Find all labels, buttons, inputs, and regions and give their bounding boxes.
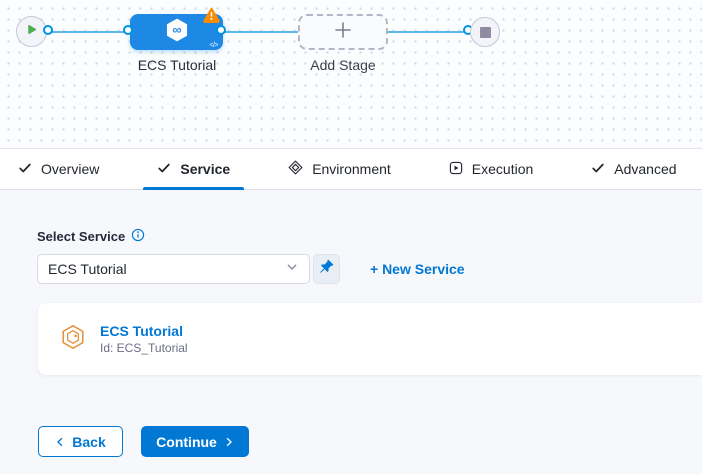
plus-icon [332,19,354,46]
service-select-row: ECS Tutorial + New Service [37,254,702,284]
check-icon [591,161,605,178]
warning-triangle-icon [203,7,220,23]
tab-execution[interactable]: Execution [435,149,547,189]
service-card-id: Id: ECS_Tutorial [100,340,188,355]
service-card-texts: ECS Tutorial Id: ECS_Tutorial [100,323,188,356]
select-service-label-row: Select Service [37,228,702,245]
stage-node-label: ECS Tutorial [137,57,217,73]
tab-label: Service [180,161,231,177]
pin-icon [319,259,334,279]
continue-button[interactable]: Continue [141,426,249,457]
check-icon [157,161,171,178]
service-tab-panel: Select Service ECS Tutorial + New Servic… [0,190,702,474]
stage-node-ecs-tutorial[interactable]: ∞ </> [130,7,223,50]
service-card-title[interactable]: ECS Tutorial [100,322,183,339]
add-stage-button[interactable] [298,14,388,50]
chevron-right-icon [224,434,234,450]
edge-connector-dot[interactable] [43,25,53,35]
footer-actions: Back Continue [38,426,702,457]
tab-service[interactable]: Service [143,149,245,190]
pipeline-start-node[interactable] [16,16,47,47]
tab-label: Overview [41,161,100,177]
stop-icon [479,26,491,38]
chevron-left-icon [55,434,65,450]
cd-hexagon-icon: ∞ [163,16,191,49]
tab-label: Environment [312,161,391,177]
play-icon [25,23,38,41]
execution-icon [449,161,463,178]
edge-connector-dot[interactable] [123,25,133,35]
pin-service-button[interactable] [313,254,340,284]
service-hexagon-icon [59,323,87,356]
service-select-dropdown[interactable]: ECS Tutorial [37,254,310,284]
add-stage-label: Add Stage [310,57,376,73]
stage-tabbar: Overview Service Environment Execution A… [0,148,702,190]
tab-label: Advanced [614,161,677,177]
continue-button-label: Continue [156,433,217,450]
tab-label: Execution [471,161,534,177]
code-icon[interactable]: </> [209,42,218,49]
service-card[interactable]: ECS Tutorial Id: ECS_Tutorial [38,303,702,375]
pipeline-canvas: ∞ </> ECS Tutorial Add Stage [0,0,702,148]
back-button[interactable]: Back [38,426,123,457]
new-service-link[interactable]: + New Service [370,261,465,277]
tab-advanced[interactable]: Advanced [577,149,690,189]
info-icon[interactable] [131,228,145,245]
environment-icon [288,160,303,178]
pipeline-end-node[interactable] [470,17,500,47]
edge-connector-dot[interactable] [216,25,226,35]
pipeline-connector-line [31,31,484,33]
tab-environment[interactable]: Environment [274,149,405,189]
select-service-label: Select Service [37,229,126,244]
chevron-down-icon [285,260,299,279]
tab-overview[interactable]: Overview [4,149,113,189]
back-button-label: Back [72,433,106,450]
service-select-value: ECS Tutorial [48,261,127,277]
check-icon [18,161,32,178]
svg-text:∞: ∞ [172,22,181,37]
